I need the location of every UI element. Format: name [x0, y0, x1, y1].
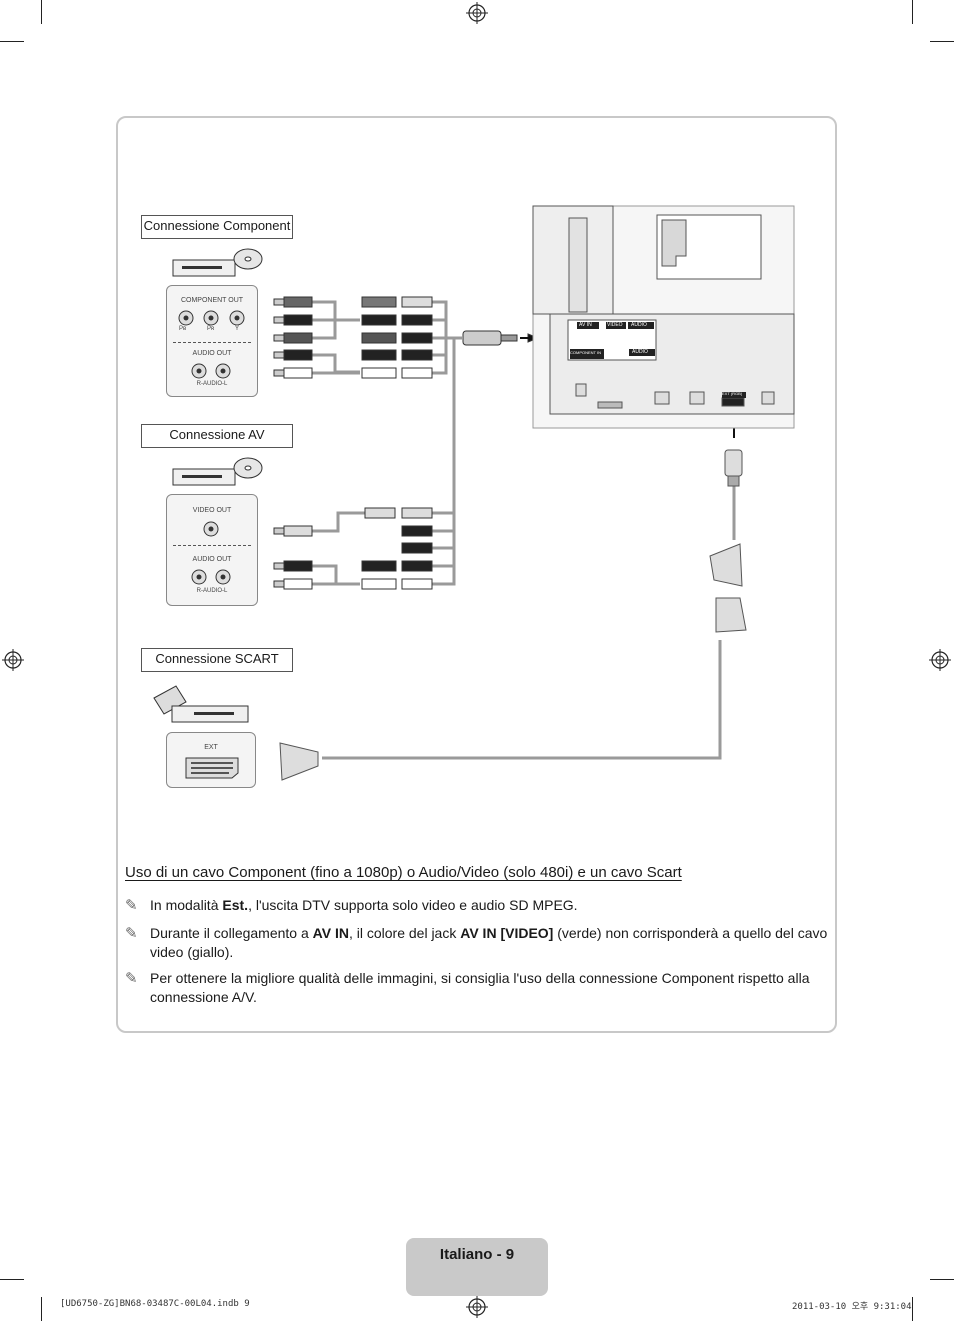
ext-label: EXT [204, 744, 218, 751]
audio-out-label: AUDIO OUT [192, 556, 232, 563]
tv-component-in-label: COMPONENT IN [570, 350, 602, 355]
crop-mark [0, 1279, 24, 1280]
print-file-info: [UD6750-ZG]BN68-03487C-00L04.indb 9 [60, 1299, 250, 1309]
page-number: Italiano - 9 [439, 1246, 515, 1263]
tv-video-label: VIDEO [607, 322, 623, 328]
pencil-icon: ✎ [125, 897, 138, 914]
registration-mark-icon [466, 1296, 488, 1318]
scart-port-icon [185, 757, 239, 779]
pencil-icon: ✎ [125, 970, 138, 987]
component-output-panel: COMPONENT OUT Pʙ Pʀ Y AUDIO OUT R-AUDIO-… [166, 285, 258, 397]
divider [173, 342, 251, 343]
note-3: ✎ Per ottenere la migliore qualità delle… [125, 970, 810, 1005]
scart-connection-label: Connessione SCART [141, 648, 293, 672]
av-connection-label: Connessione AV [141, 424, 293, 448]
tv-av-in-label: AV IN [579, 322, 592, 328]
av-output-panel: VIDEO OUT AUDIO OUT R-AUDIO-L [166, 494, 258, 606]
dvd-player-icon [172, 457, 263, 486]
video-out-label: VIDEO OUT [192, 507, 232, 514]
audio-out-label: AUDIO OUT [192, 350, 232, 357]
scart-output-panel: EXT [166, 732, 256, 788]
pb-label: Pʙ [179, 326, 187, 332]
crop-mark [41, 0, 42, 24]
tv-audio-label: AUDIO [632, 349, 648, 355]
dvd-player-icon [172, 248, 263, 277]
crop-mark [912, 1297, 913, 1321]
crop-mark [912, 0, 913, 24]
crop-mark [930, 1279, 954, 1280]
pencil-icon: ✎ [125, 925, 138, 942]
tv-audio-label: AUDIO [631, 322, 647, 328]
page-number-tab: Italiano - 9 [406, 1238, 548, 1296]
tv-ext-rgb-label: EXT (RGB) [722, 391, 743, 396]
rca-jack-icon [178, 310, 245, 326]
print-date-info: 2011-03-10 오후 9:31:04 [792, 1302, 912, 1312]
note-1: ✎ In modalità Est., l'uscita DTV support… [125, 897, 578, 914]
component-connection-label: Connessione Component [141, 215, 293, 239]
note-2: ✎ Durante il collegamento a AV IN, il co… [125, 925, 828, 960]
content-frame [116, 116, 837, 1033]
registration-mark-icon [466, 2, 488, 24]
registration-mark-icon [929, 649, 951, 671]
r-audio-l-label: R-AUDIO-L [196, 588, 228, 594]
rca-jack-icon [191, 363, 231, 379]
pr-label: Pʀ [207, 326, 215, 332]
vcr-player-icon [153, 685, 249, 723]
rca-jack-icon [203, 521, 219, 537]
crop-mark [41, 1297, 42, 1321]
registration-mark-icon [2, 649, 24, 671]
section-heading: Uso di un cavo Component (fino a 1080p) … [125, 864, 682, 881]
r-audio-l-label: R-AUDIO-L [196, 381, 228, 387]
y-label: Y [235, 326, 240, 332]
crop-mark [0, 41, 24, 42]
component-out-label: COMPONENT OUT [180, 297, 244, 304]
divider [173, 545, 251, 546]
crop-mark [930, 41, 954, 42]
rca-jack-icon [191, 569, 231, 585]
